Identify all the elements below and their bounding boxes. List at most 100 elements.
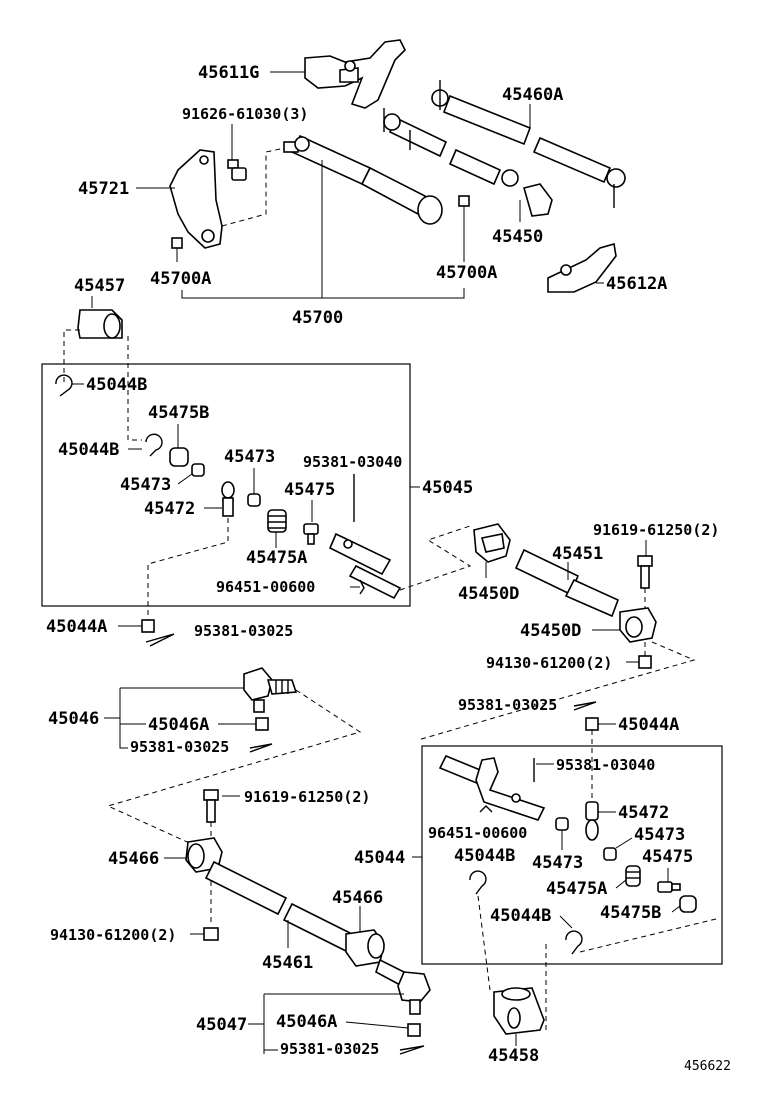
bolt-91619-a — [637, 555, 653, 589]
label-45044A-a: 45044A — [46, 617, 107, 637]
dashed-link-45457-a — [63, 329, 80, 382]
label-45700A-right: 45700A — [436, 263, 497, 283]
dashed-link-45472-a — [147, 518, 229, 620]
label-45046A-b: 45046A — [276, 1012, 337, 1032]
leader-45046A-b — [345, 1021, 409, 1029]
part-45047 — [375, 958, 431, 1015]
pin-95381-03025-a — [145, 633, 175, 647]
label-45473-b: 45473 — [120, 475, 171, 495]
label-95381-03040-b: 95381-03040 — [556, 756, 655, 774]
pin-96451-a — [359, 579, 365, 595]
label-45044B-a: 45044B — [86, 375, 147, 395]
nut-45700A-left — [171, 237, 183, 249]
clip-45044B-c — [469, 870, 487, 895]
bolt-91626 — [227, 159, 247, 181]
label-91619-b: 91619-61250(2) — [244, 788, 370, 806]
label-95381-03025-b: 95381-03025 — [130, 738, 229, 756]
label-45046: 45046 — [48, 709, 99, 729]
label-45473-c: 45473 — [532, 853, 583, 873]
bolt-91619-b — [203, 789, 219, 823]
label-45700A-left: 45700A — [150, 269, 211, 289]
label-45473-a: 45473 — [224, 447, 275, 467]
part-45450D-b — [619, 607, 657, 643]
part-45451 — [514, 548, 620, 618]
part-45475-a — [303, 523, 319, 545]
pin-95381-03025-d — [399, 1045, 425, 1055]
part-45450 — [383, 108, 553, 217]
part-45475B-a — [169, 447, 189, 467]
leader-45475A-b — [615, 879, 627, 889]
part-45475A-a — [267, 509, 287, 533]
label-45475-b: 45475 — [642, 847, 693, 867]
label-45450: 45450 — [492, 227, 543, 247]
part-45475B-b — [679, 895, 697, 913]
dashed-link-box-45044 — [417, 689, 591, 741]
label-45450D-a: 45450D — [458, 584, 519, 604]
part-45473-c — [555, 817, 569, 831]
dashed-link-45475B-b — [579, 917, 721, 953]
leader-45473-b — [177, 473, 193, 485]
part-45473-d — [603, 847, 617, 861]
leader-45473-d — [615, 837, 633, 849]
clip-45044B-a — [55, 374, 73, 397]
label-45611G: 45611G — [198, 63, 259, 83]
nut-94130-b — [203, 927, 219, 941]
label-45721: 45721 — [78, 179, 129, 199]
part-45700-damper — [283, 134, 443, 225]
group-box-45045 — [41, 363, 411, 607]
bracket-45700 — [181, 288, 465, 299]
label-45044B-c: 45044B — [454, 846, 515, 866]
label-45475B-b: 45475B — [600, 903, 661, 923]
pin-95381-03025-c — [573, 701, 597, 711]
label-91619-a: 91619-61250(2) — [593, 521, 719, 539]
label-45612A: 45612A — [606, 274, 667, 294]
label-45457: 45457 — [74, 276, 125, 296]
label-45475A-a: 45475A — [246, 548, 307, 568]
dashed-link-45045-45450D — [399, 525, 472, 591]
label-45451: 45451 — [552, 544, 603, 564]
part-45044-tube — [438, 754, 546, 821]
bracket-45046 — [119, 688, 128, 749]
label-45461: 45461 — [262, 953, 313, 973]
dashed-link-45046-45466 — [106, 689, 362, 847]
part-45611G — [304, 39, 406, 109]
label-96451-b: 96451-00600 — [428, 824, 527, 842]
label-45700: 45700 — [292, 308, 343, 328]
part-45461 — [204, 860, 358, 954]
part-45472-a — [221, 481, 235, 517]
label-45472-b: 45472 — [618, 803, 669, 823]
part-45721 — [169, 149, 223, 249]
clip-45044B-d — [565, 930, 583, 955]
label-45466-a: 45466 — [108, 849, 159, 869]
clip-45044B-b — [145, 433, 163, 457]
label-45045: 45045 — [422, 478, 473, 498]
dashed-link-45457-b — [127, 336, 142, 441]
label-45475A-b: 45475A — [546, 879, 607, 899]
leader-45475B-b — [671, 905, 681, 913]
part-45473-b — [191, 463, 205, 477]
group-box-45044 — [421, 745, 723, 965]
pin-96451-b — [479, 805, 493, 813]
nut-45044A-a — [141, 619, 155, 633]
dashed-link-45721-45700 — [221, 147, 286, 227]
label-45458: 45458 — [488, 1046, 539, 1066]
label-45044B-d: 45044B — [490, 906, 551, 926]
part-45472-b — [585, 801, 599, 841]
part-45450D-a — [473, 523, 511, 563]
part-45475-b — [657, 881, 681, 893]
dashed-link-45458-a — [477, 895, 491, 991]
label-45475B-a: 45475B — [148, 403, 209, 423]
label-45460A: 45460A — [502, 85, 563, 105]
part-45045-tube — [328, 532, 402, 600]
part-45458-socket — [493, 987, 545, 1035]
figure-code: 456622 — [684, 1059, 731, 1074]
label-45044A-b: 45044A — [618, 715, 679, 735]
pin-95381-03025-b — [249, 743, 273, 753]
nut-45046A-a — [255, 717, 269, 731]
label-91626: 91626-61030(3) — [182, 105, 308, 123]
label-96451-a: 96451-00600 — [216, 578, 315, 596]
label-45047: 45047 — [196, 1015, 247, 1035]
label-94130-b: 94130-61200(2) — [50, 926, 176, 944]
label-95381-03025-d: 95381-03025 — [280, 1040, 379, 1058]
